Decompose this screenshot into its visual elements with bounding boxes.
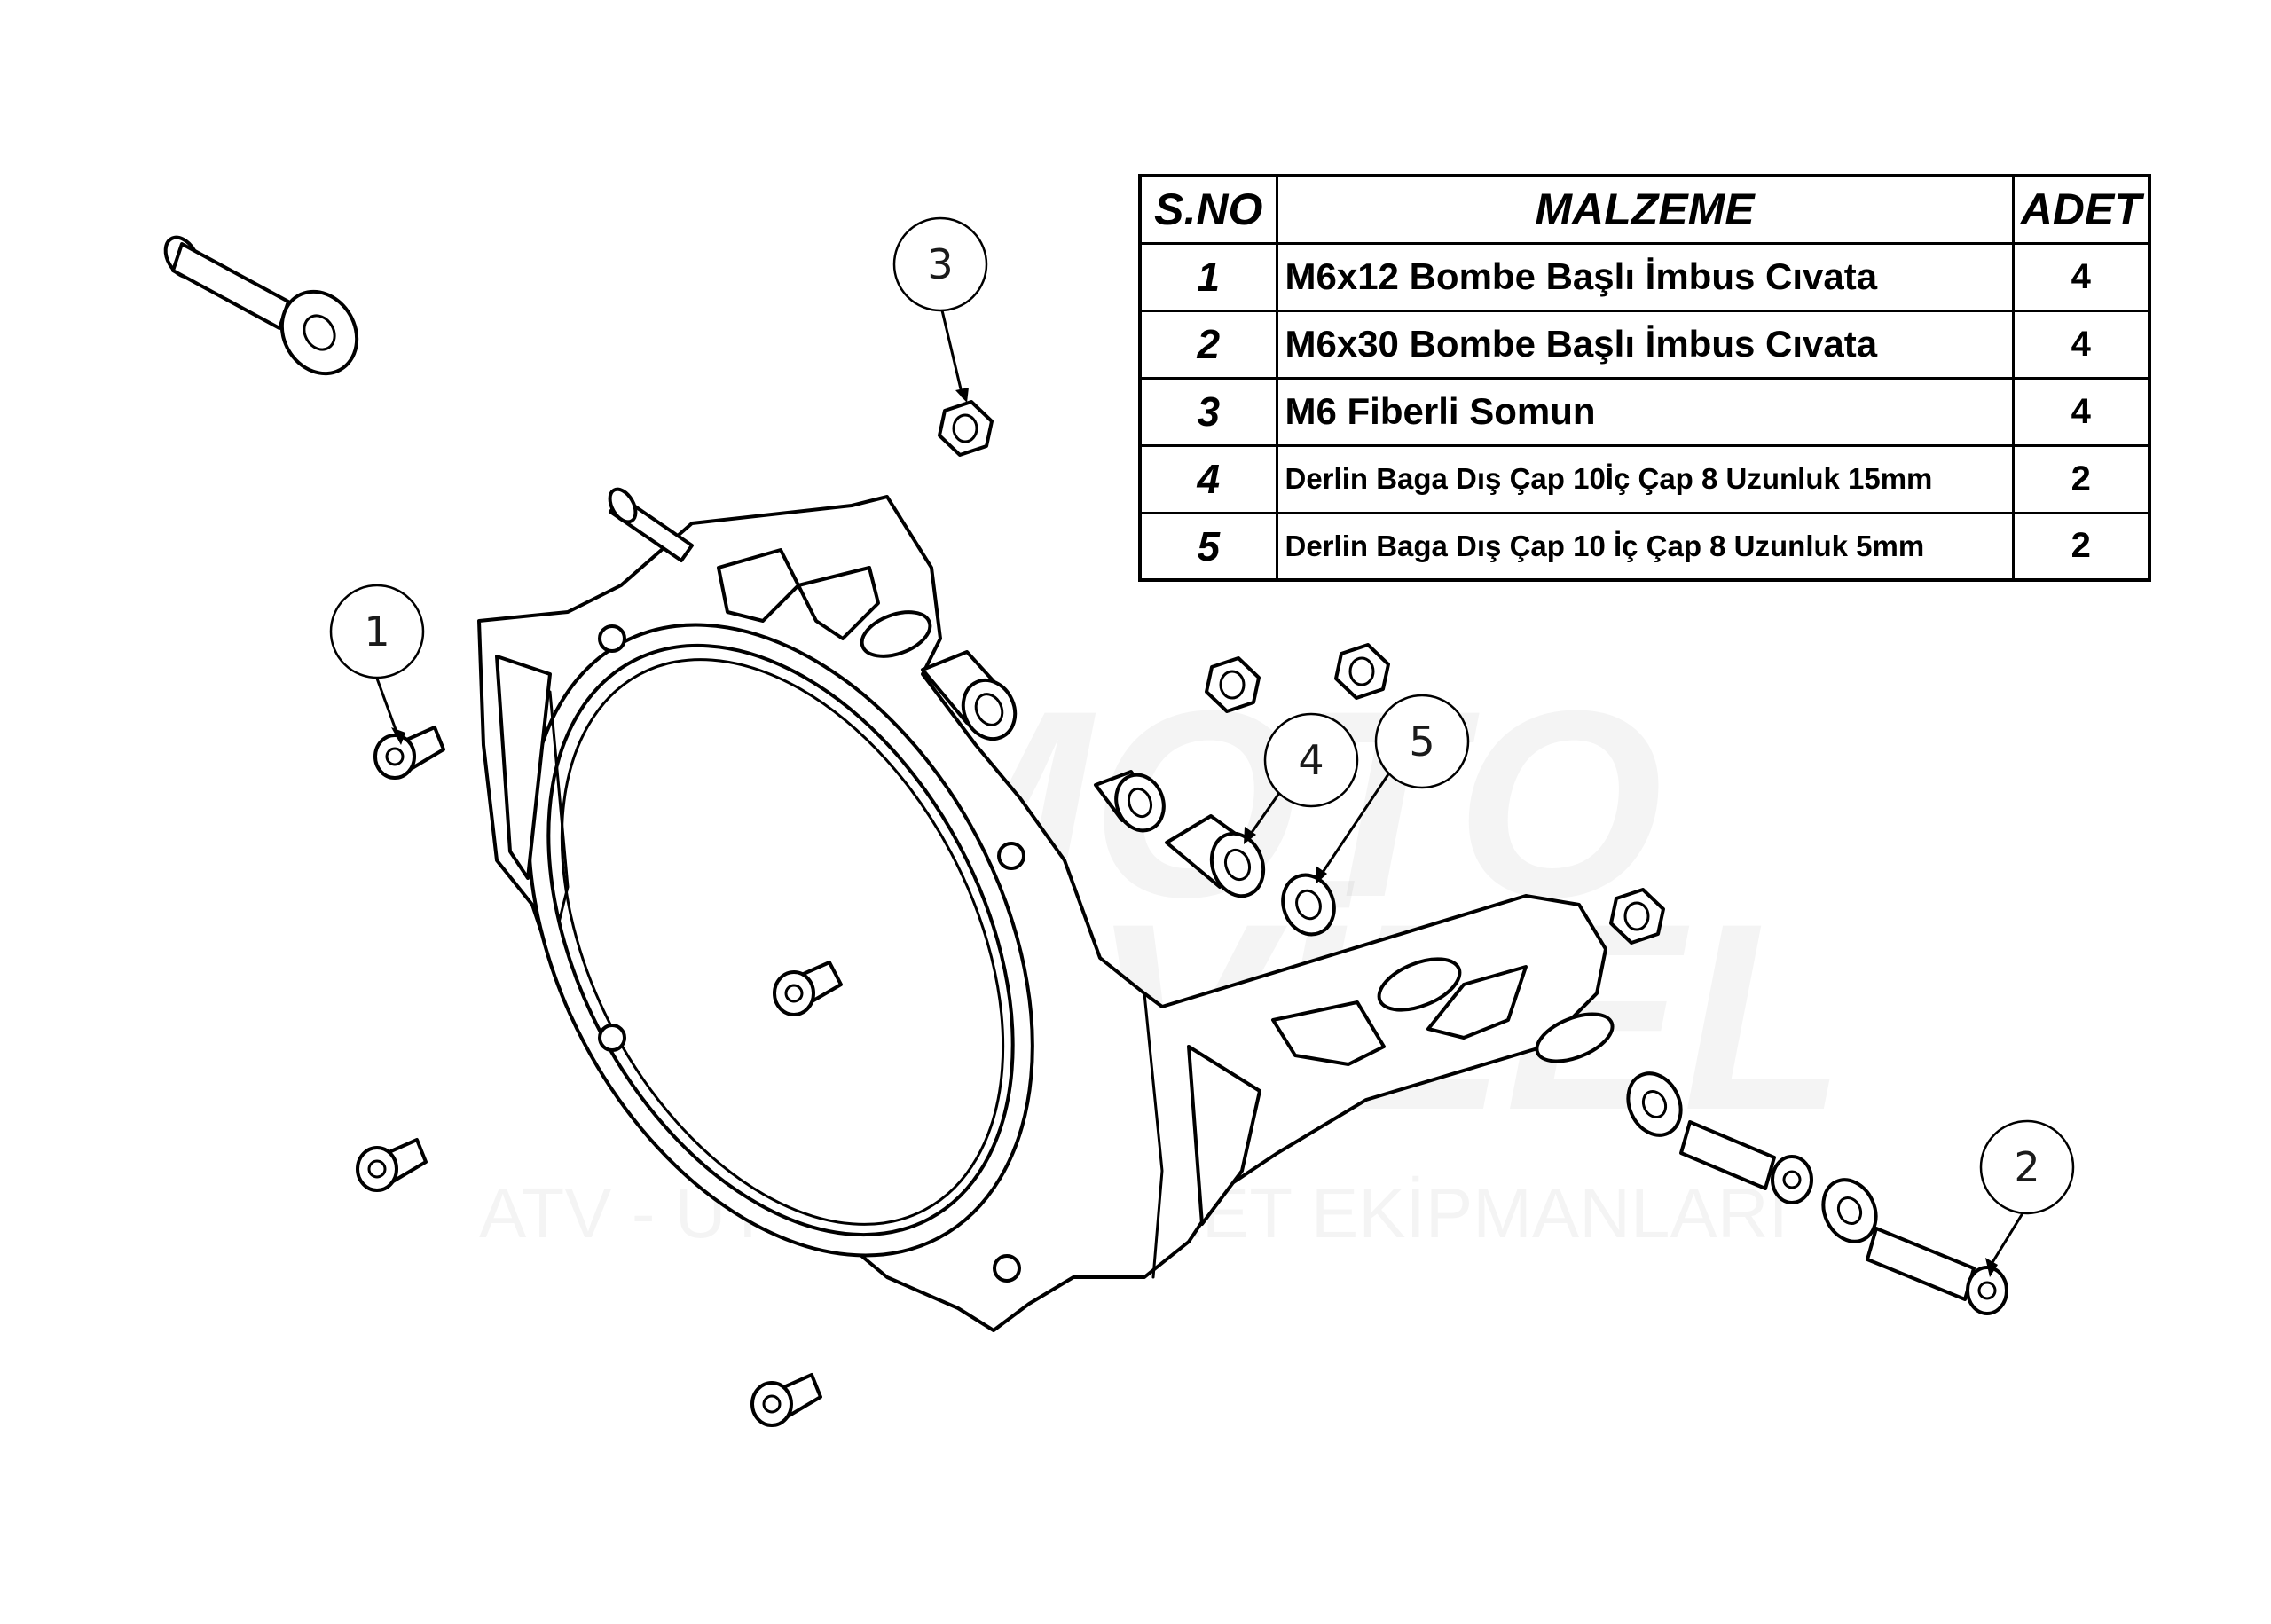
washer-right-2 [1821,1178,1878,1243]
row-material: M6x30 Bombe Başlı İmbus Cıvata [1275,309,2015,380]
callout-2-label: 2 [2014,1143,2039,1191]
row-material: M6 Fiberli Somun [1275,376,2015,447]
row-qty: 4 [2011,376,2151,447]
callout-5: 5 [1316,694,1470,884]
row-qty: 2 [2011,511,2151,582]
cover-plate [477,487,1615,1332]
callout-5-label: 5 [1409,718,1434,765]
center-screw [773,961,843,1016]
header-qty: ADET [2011,174,2151,245]
row-material: M6x12 Bombe Başlı İmbus Cıvata [1275,241,2015,312]
callout-4-label: 4 [1298,736,1324,784]
bolt-2-b [1866,1227,2008,1315]
callout-1-label: 1 [364,608,389,655]
bushing-4 [1165,814,1266,898]
header-material: MALZEME [1275,174,2015,245]
table-header-row: S.NO MALZEME ADET [1138,174,2151,245]
parts-list-table: S.NO MALZEME ADET 1 M6x12 Bombe Başlı İm… [1138,174,2151,582]
row-qty: 4 [2011,309,2151,380]
bushing-4-small [1094,770,1166,833]
bolt-2-a [1679,1120,1813,1204]
callout-2: 2 [1979,1119,2075,1277]
callout-3: 3 [892,216,988,403]
screw-1-c [750,1373,822,1427]
nut-3-a [938,400,994,457]
row-material: Derlin Baga Dış Çap 10İç Çap 8 Uzunluk 1… [1275,443,2015,514]
row-qty: 2 [2011,443,2151,514]
row-no: 3 [1138,376,1278,447]
row-no: 1 [1138,241,1278,312]
long-bolt-top-left [163,235,359,376]
row-no: 4 [1138,443,1278,514]
table-row: 4 Derlin Baga Dış Çap 10İç Çap 8 Uzunluk… [1138,443,2151,514]
screw-1-b [356,1138,428,1192]
header-sno: S.NO [1138,174,1278,245]
nut-3-b [1205,656,1261,713]
row-qty: 4 [2011,241,2151,312]
table-row: 1 M6x12 Bombe Başlı İmbus Cıvata 4 [1138,241,2151,312]
callout-4: 4 [1244,712,1359,844]
table-row: 2 M6x30 Bombe Başlı İmbus Cıvata 4 [1138,309,2151,380]
row-no: 2 [1138,309,1278,380]
long-bolt-top [608,487,694,562]
table-row: 5 Derlin Baga Dış Çap 10 İç Çap 8 Uzunlu… [1138,511,2151,582]
callout-3-label: 3 [927,240,953,288]
spacer-on-plate [921,650,1018,741]
nut-3-c [1334,643,1390,700]
row-material: Derlin Baga Dış Çap 10 İç Çap 8 Uzunluk … [1275,511,2015,582]
washer-right [1626,1071,1683,1137]
screw-1-a [373,726,445,780]
table-row: 3 M6 Fiberli Somun 4 [1138,376,2151,447]
nut-3-d [1609,888,1665,945]
callout-1: 1 [329,584,425,745]
bushing-5 [1281,873,1336,937]
row-no: 5 [1138,511,1278,582]
